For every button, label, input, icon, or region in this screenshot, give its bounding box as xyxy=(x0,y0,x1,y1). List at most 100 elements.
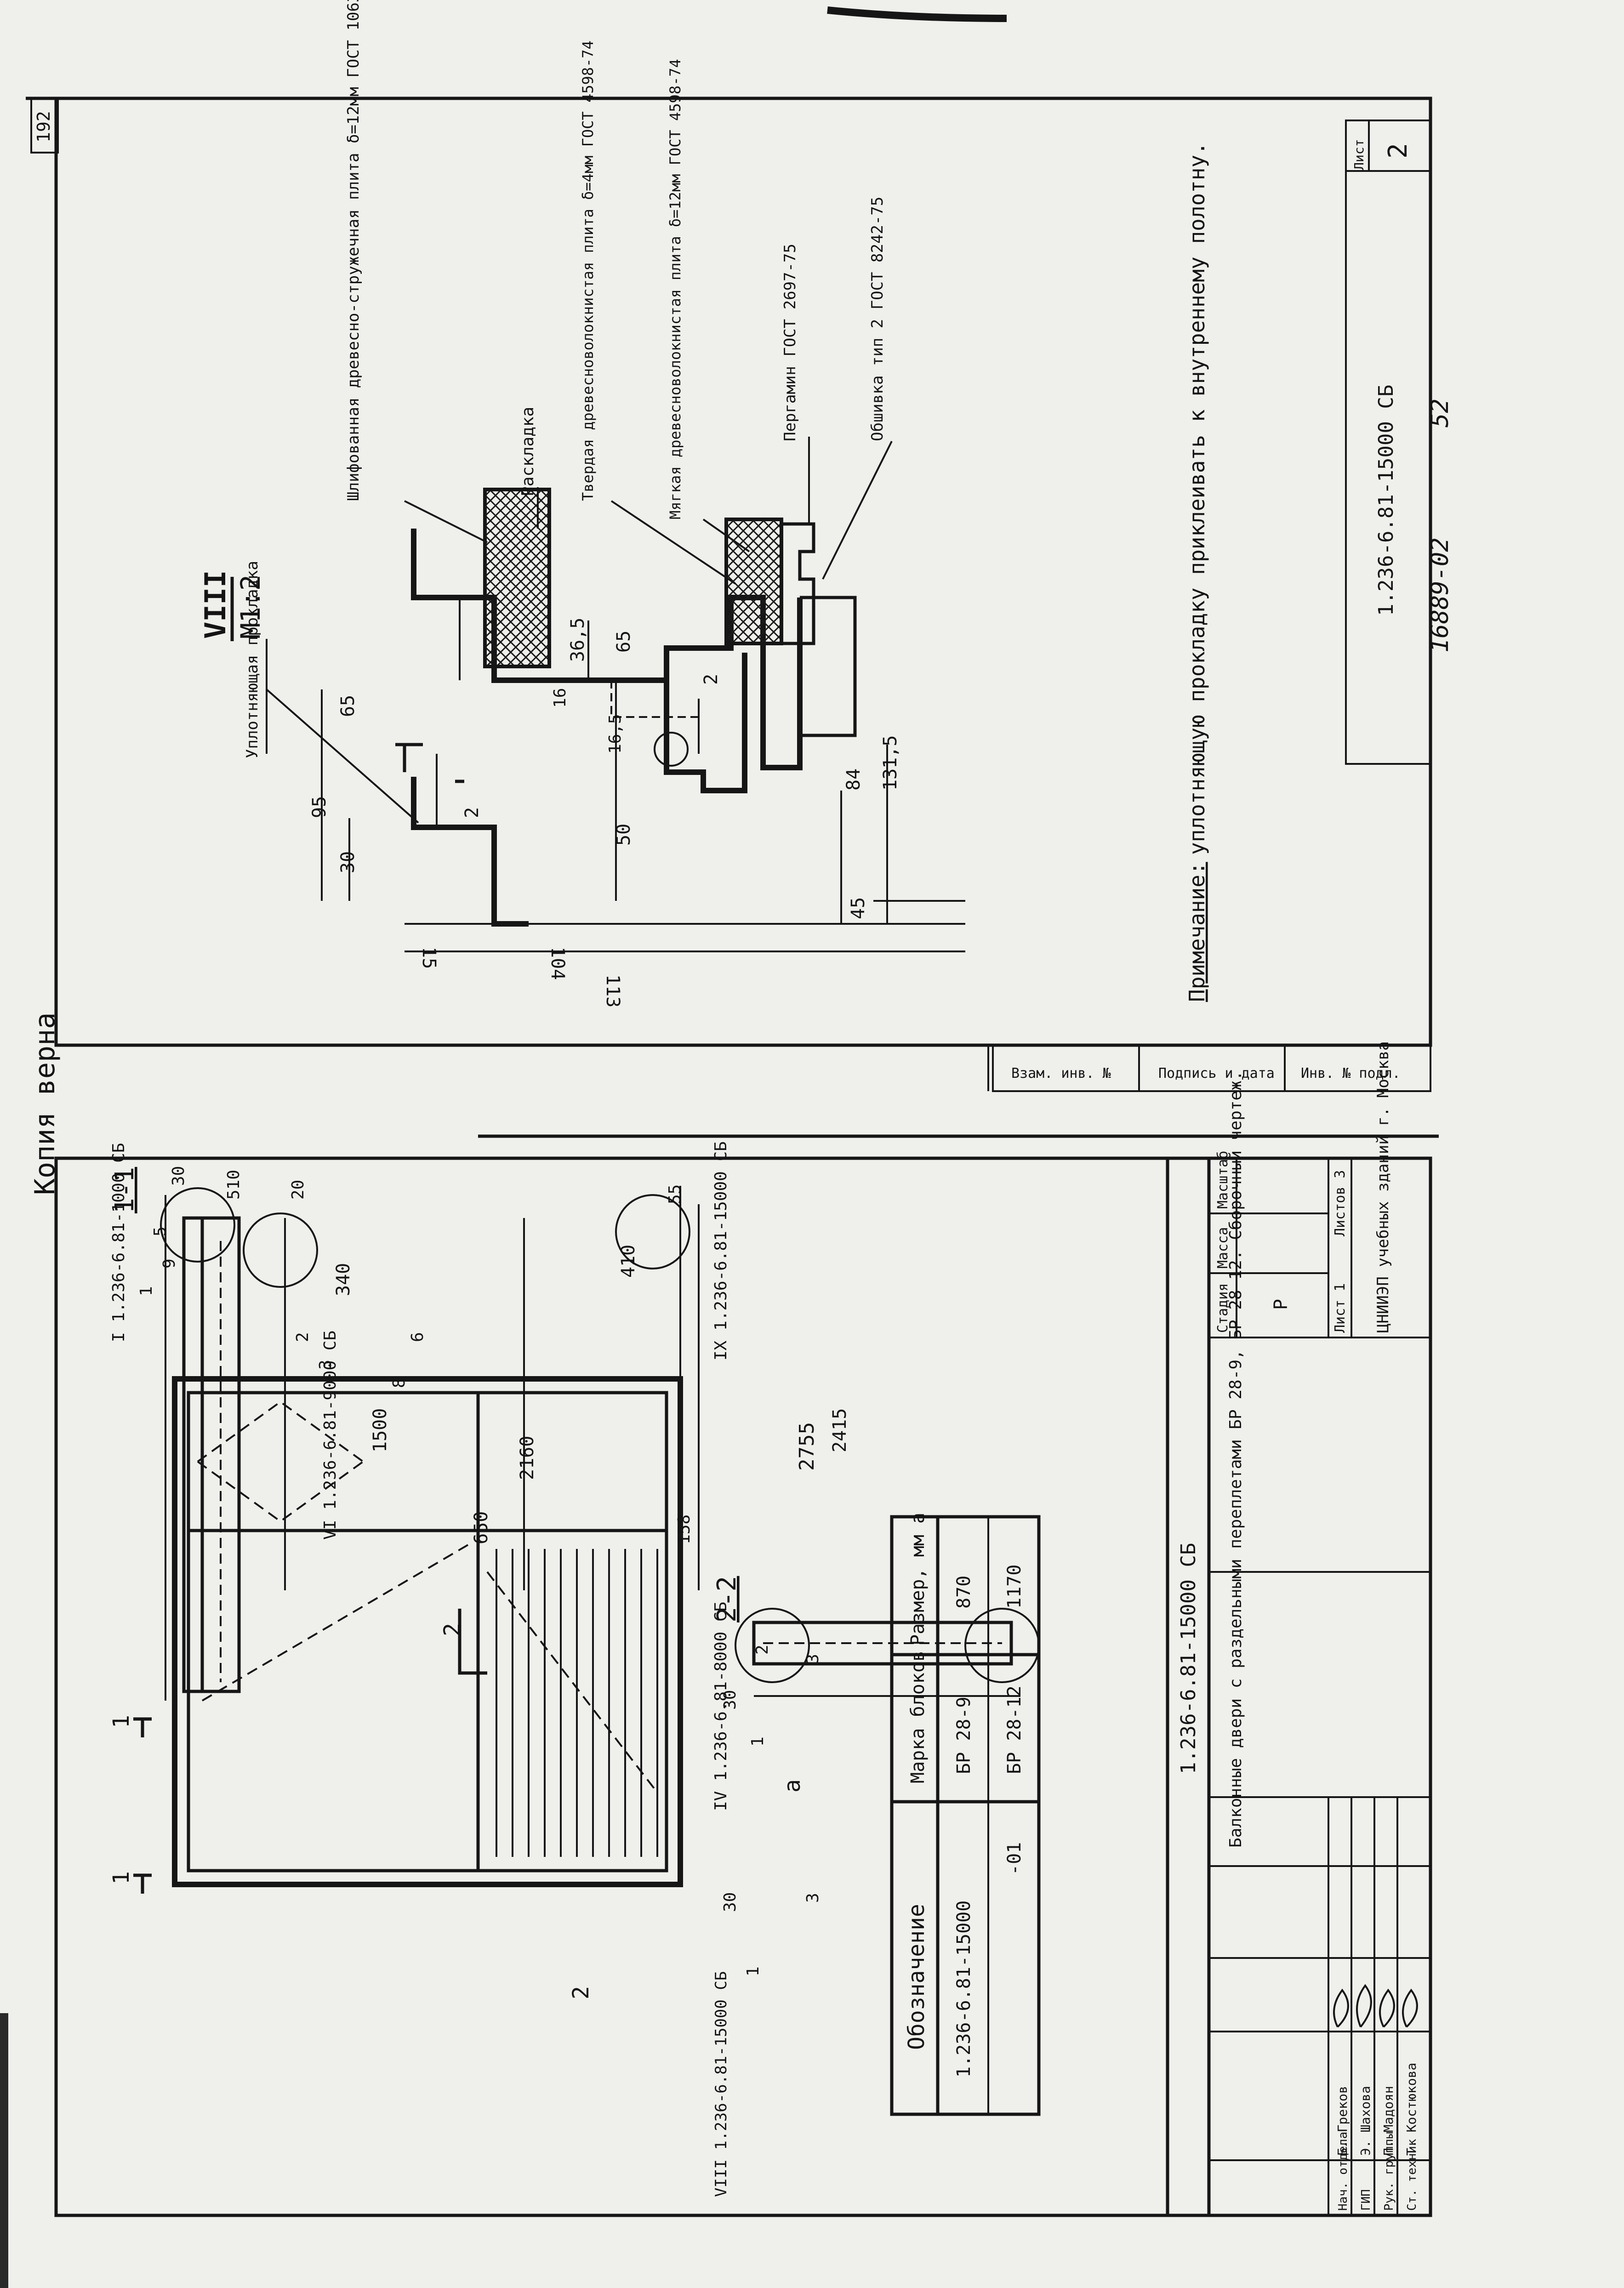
dim-30: 30 xyxy=(337,851,359,873)
item-1-b: 1 xyxy=(748,1736,767,1747)
item-3: 3 xyxy=(316,1360,335,1370)
title-block: 1.236-6.81-15000 СБ Балконные двери с ра… xyxy=(1166,1041,1432,2217)
callout-softboard: Мягкая древесноволокнистая плита δ=12мм … xyxy=(667,59,684,519)
signature-scribble-3 xyxy=(1379,1988,1395,2028)
item-3-b: 3 xyxy=(803,1654,822,1664)
signer-name-2: Э. Шахова xyxy=(1358,2086,1373,2156)
dim-30-c: 30 xyxy=(721,1892,740,1912)
side-stamp-inventory: Инв. № подл. xyxy=(1301,1065,1401,1081)
drawing-code: 1.236-6.81-15000 СБ xyxy=(1374,385,1398,616)
dim-55: 55 xyxy=(666,1184,684,1204)
signer-role-2: ГИП xyxy=(1359,2189,1373,2211)
title-text: Балконные двери с раздельными переплетам… xyxy=(1226,1070,1245,1848)
inventory-number: 16889-02 xyxy=(1426,538,1454,653)
item-8: 8 xyxy=(390,1378,409,1388)
dim-104: 104 xyxy=(547,947,568,980)
table-header-size: Размер, мм a xyxy=(907,1513,929,1645)
table-header-designation: Обозначение xyxy=(904,1904,929,2050)
title-code: 1.236-6.81-15000 СБ xyxy=(1177,1543,1200,1774)
scan-edge-shadow xyxy=(0,2013,8,2288)
side-stamp-replaced: Взам. инв. № xyxy=(1011,1065,1111,1081)
dim-510: 510 xyxy=(224,1170,243,1200)
dim-65-top: 65 xyxy=(337,695,359,717)
side-stamp-strip xyxy=(992,1044,1431,1092)
spec-table: Обозначение Марка блоков Размер, мм a 1.… xyxy=(890,1513,1041,2116)
note-text: уплотняющую прокладку приклеивать к внут… xyxy=(1185,142,1209,855)
section-1-1 xyxy=(160,1186,700,1701)
callout-particle-board: Шлифованная древесно-стружечная плита δ=… xyxy=(344,0,363,501)
cut-mark-2-top: 2 xyxy=(439,1623,465,1636)
signer-name-1: Б. Греков xyxy=(1335,2086,1350,2156)
section-label-1-1: 1-1 xyxy=(110,1167,140,1213)
assembly-sheet: 1-1 2-2 1 1 2 2 I 1.236-6.81-1000 СБ VI … xyxy=(54,1041,1432,2217)
title-col-stage: Стадия xyxy=(1215,1283,1231,1333)
table-row-1-size: 870 xyxy=(953,1576,974,1609)
signer-role-1: Нач. отдела xyxy=(1336,2132,1350,2211)
particle-board-hatch xyxy=(483,488,551,668)
table-row-2-designation: -01 xyxy=(1004,1842,1025,1875)
item-1: 1 xyxy=(137,1286,156,1296)
ref-vi: VI 1.236-6.81-9000 СБ xyxy=(321,1331,340,1540)
dim-113: 113 xyxy=(602,974,623,1007)
table-row-1-mark: БР 28-9 xyxy=(953,1696,974,1774)
signature-scribble-4 xyxy=(1402,1988,1418,2028)
assembly-dimensions: 2755 2415 410 340 1500 650 2160 158 30 5… xyxy=(169,1166,850,1912)
item-2-b: 2 xyxy=(753,1645,772,1655)
ref-viii: VIII 1.236-6.81-15000 СБ xyxy=(712,1971,730,2197)
signer-name-4: Т. Костюкова xyxy=(1404,2063,1419,2156)
dim-16-5: 16,5 xyxy=(606,714,625,754)
item-9: 9 xyxy=(160,1258,179,1269)
title-sheets: Листов 3 xyxy=(1332,1170,1348,1237)
dim-340: 340 xyxy=(333,1263,354,1296)
section-label-2-2: 2-2 xyxy=(712,1576,742,1622)
dim-20: 20 xyxy=(289,1180,308,1200)
cut-mark-1-bottom: 1 xyxy=(108,1871,134,1884)
item-2: 2 xyxy=(293,1332,312,1342)
callout-hardboard: Твердая древесноволокнистая плита δ=4мм … xyxy=(579,40,597,501)
table-row-2-size: 1170 xyxy=(1004,1565,1025,1609)
title-col-mass: Масса xyxy=(1215,1227,1231,1269)
detail-sheet: Взам. инв. № Подпись и дата Инв. № подл.… xyxy=(54,0,1454,1092)
signer-role-3: Рук. группы xyxy=(1382,2132,1396,2211)
signer-name-3: П. Мадоян xyxy=(1381,2086,1396,2156)
dim-2160: 2160 xyxy=(517,1436,538,1480)
table-header-mark: Марка блоков xyxy=(907,1651,929,1783)
detail-section-geometry xyxy=(395,488,857,927)
dim-650: 650 xyxy=(471,1511,492,1544)
sheet-number: 2 xyxy=(1383,143,1413,159)
dim-a: a xyxy=(780,1779,805,1793)
sheet-caption: Лист xyxy=(1351,139,1367,170)
dim-95: 95 xyxy=(309,796,330,818)
signer-role-4: Ст. техник xyxy=(1405,2139,1419,2211)
page-ref: 52 xyxy=(1426,398,1454,427)
title-org: ЦНИИЭП учебных зданий г. Москва xyxy=(1374,1041,1392,1333)
dim-16: 16 xyxy=(551,688,570,708)
note-label: Примечание: xyxy=(1185,862,1209,1002)
dim-36-5: 36,5 xyxy=(567,618,588,662)
dim-410: 410 xyxy=(618,1245,639,1278)
code-strip xyxy=(1345,170,1431,765)
dim-45: 45 xyxy=(848,897,869,919)
dim-30-b: 30 xyxy=(721,1690,740,1710)
dim-2415: 2415 xyxy=(829,1408,850,1452)
table-row-1-designation: 1.236-6.81-15000 xyxy=(953,1901,974,2077)
item-6: 6 xyxy=(408,1332,427,1342)
item-3-c: 3 xyxy=(803,1893,822,1903)
dim-84: 84 xyxy=(843,768,864,791)
dim-1500: 1500 xyxy=(370,1408,391,1452)
signature-scribble-1 xyxy=(1333,1988,1349,2028)
item-5: 5 xyxy=(151,1226,170,1236)
page-number: 192 xyxy=(34,111,54,142)
ref-i: I 1.236-6.81-1000 СБ xyxy=(109,1143,128,1342)
dim-50: 50 xyxy=(613,824,634,846)
scan-smudge-top xyxy=(827,6,1007,22)
table-row-2-mark: БР 28-12 xyxy=(1004,1685,1025,1774)
title-stage: Р xyxy=(1271,1299,1292,1310)
title-col-scale: Масштаб xyxy=(1215,1151,1231,1209)
title-sheet: Лист 1 xyxy=(1332,1283,1348,1333)
detail-dimensions: 95 65 30 36,5 65 16 16,5 50 2 2 84 131,5… xyxy=(309,598,965,1007)
dim-30-a: 30 xyxy=(169,1166,188,1186)
ref-ix: IX 1.236-6.81-15000 СБ xyxy=(712,1141,730,1360)
